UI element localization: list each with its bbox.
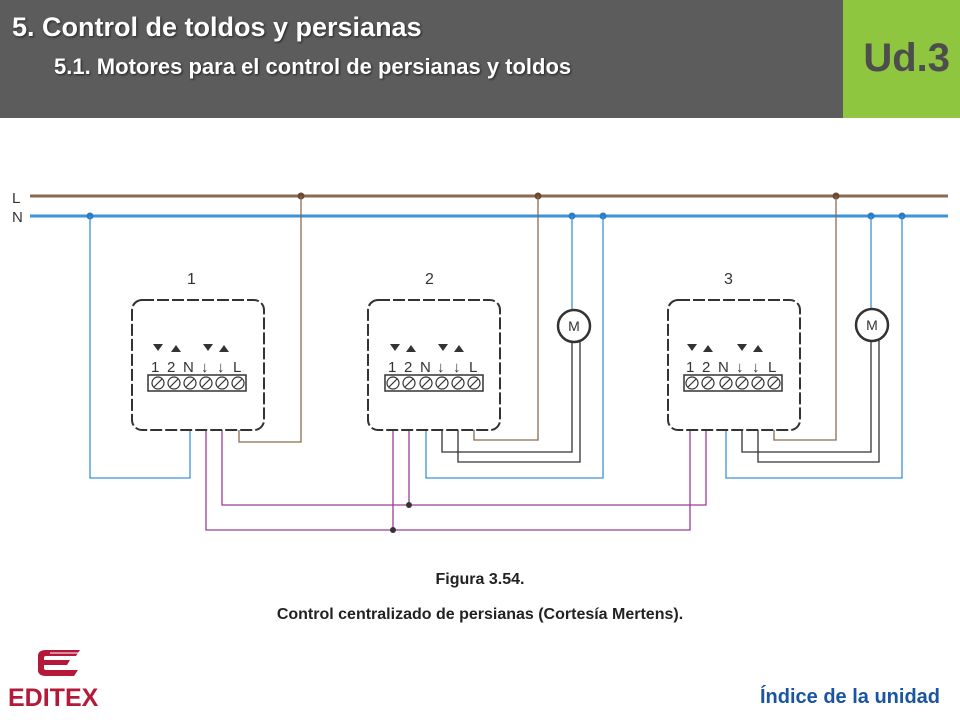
- figure-number: Figura 3.54.: [435, 571, 525, 588]
- switch-number: 1: [187, 271, 196, 288]
- switch-number: 3: [724, 271, 733, 288]
- terminal-label: L: [768, 359, 776, 376]
- slide-subtitle: 5.1. Motores para el control de persiana…: [54, 54, 572, 79]
- switch-box-2: 2 1 2 N ↓ ↓ L: [367, 271, 501, 431]
- unit-label: Ud.3: [863, 36, 950, 80]
- terminal-label: ↓: [217, 359, 225, 376]
- terminal-label: ↓: [736, 359, 744, 376]
- switch-number: 2: [425, 271, 434, 288]
- neutral-wires: [89, 216, 903, 479]
- terminal-label: 2: [702, 359, 710, 376]
- terminal-label: 1: [151, 359, 159, 376]
- terminal-label: L: [469, 359, 477, 376]
- terminal-label: ↓: [201, 359, 209, 376]
- switch-box-1: 1 1 2 N ↓ ↓ L: [131, 271, 265, 431]
- terminal-label: 1: [388, 359, 396, 376]
- motor-2: M: [556, 308, 592, 344]
- logo-wordmark: EDITEX: [8, 684, 99, 712]
- terminal-label: 2: [404, 359, 412, 376]
- wiring-diagram: L N 1: [12, 190, 948, 533]
- motor-label: M: [866, 317, 878, 333]
- line-label-l: L: [12, 190, 20, 207]
- unit-index-link[interactable]: Índice de la unidad: [759, 686, 940, 708]
- motor-3: M: [854, 307, 890, 343]
- terminal-label: N: [183, 359, 194, 376]
- header-bar: 5. Control de toldos y persianas 5.1. Mo…: [0, 0, 843, 118]
- figure-caption: Control centralizado de persianas (Corte…: [276, 606, 684, 623]
- slide-title: 5. Control de toldos y persianas: [12, 12, 422, 42]
- terminal-label: N: [718, 359, 729, 376]
- line-label-n: N: [12, 209, 23, 226]
- motor-label: M: [568, 318, 580, 334]
- terminal-label: L: [233, 359, 241, 376]
- terminal-label: ↓: [453, 359, 461, 376]
- terminal-label: ↓: [752, 359, 760, 376]
- switch-box-3: 3 1 2 N ↓ ↓ L: [667, 271, 801, 431]
- unit-badge: Ud.3: [843, 0, 960, 118]
- terminal-label: 1: [686, 359, 694, 376]
- motor-wires: [441, 338, 880, 463]
- terminal-label: ↓: [437, 359, 445, 376]
- editex-logo: EDITEX: [8, 648, 108, 714]
- terminal-label: 2: [167, 359, 175, 376]
- terminal-label: N: [420, 359, 431, 376]
- bus-junctions: [390, 502, 412, 533]
- editex-mark-icon: [38, 650, 82, 676]
